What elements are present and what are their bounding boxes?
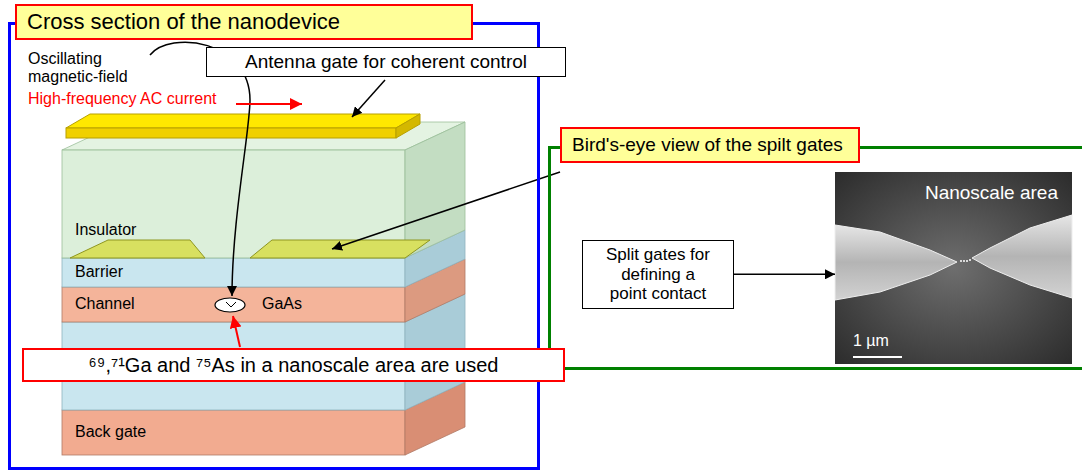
part-label: High-frequency AC current — [28, 90, 217, 108]
panel-heading: Bird's-eye view of the spilt gates — [572, 134, 843, 156]
view-panel: Bird's-eye view of the spilt gatesSplit … — [548, 146, 1082, 370]
antenna-gate — [66, 114, 420, 138]
current-arrow — [236, 103, 302, 105]
antenna-gate — [66, 114, 420, 128]
sem-image — [853, 356, 902, 358]
section-panel: Cross section of the nanodeviceAntenna g… — [8, 22, 540, 470]
sem-image — [960, 260, 962, 262]
antenna-gate — [66, 128, 396, 138]
part-label: Insulator — [75, 221, 136, 239]
part-label: Channel — [75, 295, 135, 313]
field-line — [150, 42, 250, 296]
heading-tab: Cross section of the nanodevice — [15, 4, 473, 40]
sem-image — [835, 172, 1072, 364]
antenna-gate — [396, 114, 420, 138]
heading-tab: Bird's-eye view of the spilt gates — [560, 127, 860, 163]
nanoscale-spot — [215, 298, 245, 312]
sem-image — [969, 259, 971, 261]
leader-line — [332, 172, 560, 249]
split-gate — [70, 240, 430, 258]
part-label: Back gate — [75, 423, 146, 441]
callout-box: Antenna gate for coherent control — [206, 47, 566, 77]
insulator-layer — [62, 122, 465, 258]
sem-image — [972, 215, 1072, 298]
leader-line — [233, 316, 240, 347]
insulator-layer — [405, 122, 465, 258]
micrograph: Nanoscale area 1 µm — [835, 172, 1072, 364]
box-text: ⁶⁹,⁷¹Ga and ⁷⁵As in a nanoscale area are… — [89, 354, 499, 377]
split-gate — [70, 240, 205, 258]
part-label: Oscillating magnetic-field — [28, 50, 148, 87]
channel-layer — [62, 259, 465, 322]
box-text: Split gates for defining a point contact — [603, 245, 713, 304]
connector-arrow — [734, 274, 835, 276]
nanoscale-spot — [226, 302, 236, 307]
sem-image — [835, 225, 957, 300]
highlight-box: ⁶⁹,⁷¹Ga and ⁷⁵As in a nanoscale area are… — [22, 348, 565, 382]
sem-image — [835, 172, 1072, 364]
sem-image — [966, 260, 968, 262]
part-label: Barrier — [75, 263, 123, 281]
leader-line — [352, 80, 385, 117]
back-gate-layer — [62, 410, 405, 455]
scale-label: 1 µm — [853, 332, 889, 350]
sem-image — [963, 260, 965, 262]
box-text: Antenna gate for coherent control — [245, 51, 527, 73]
image-label: Nanoscale area — [925, 182, 1058, 204]
nanoscale-spot — [215, 298, 245, 312]
panel-heading: Cross section of the nanodevice — [27, 9, 340, 35]
callout-box: Split gates for defining a point contact — [582, 240, 734, 309]
part-label: GaAs — [262, 295, 302, 313]
split-gate — [250, 240, 430, 258]
